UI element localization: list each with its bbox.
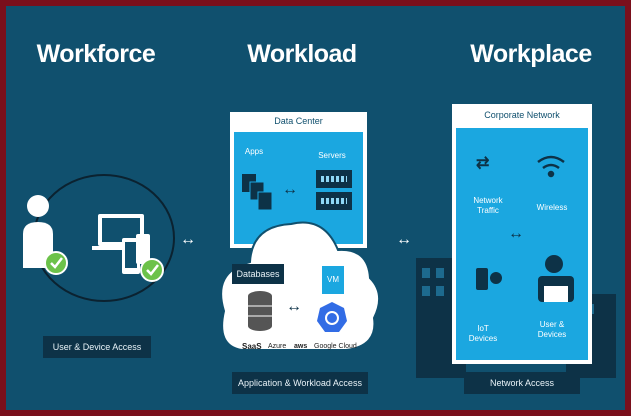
corporate-network-title: Corporate Network [484,110,560,120]
workplace-heading: Workplace [470,40,592,68]
workplace-graphic: ⇄ ↔ [476,155,574,302]
diagram-canvas: Workforce Workload Workplace User & Devi… [6,6,625,410]
bidirectional-arrow-icon: ↔ [396,231,412,248]
wireless-icon [537,155,565,178]
user-with-laptop-icon [538,255,574,302]
devices-icon [92,214,150,274]
apps-label: Apps [244,147,264,156]
iot-devices-label: IoT Devices [468,324,498,343]
corporate-network-panel: Corporate Network [452,104,592,364]
workload-heading: Workload [247,40,357,68]
wireless-label: Wireless [536,203,568,212]
cloud-provider-google: Google Cloud [314,343,357,350]
workforce-heading: Workforce [36,40,156,68]
database-icon [248,291,272,331]
check-badge-icon [140,258,164,282]
cloud-provider-azure: Azure [268,343,287,350]
workplace-footer-label: Network Access [464,372,580,394]
cloud-provider-aws: aws [294,343,308,350]
check-badge-icon [44,251,68,275]
arrow-glyph: ↔ [282,181,298,198]
apps-icon [242,174,273,211]
network-traffic-label: Network Traffic [473,196,503,215]
workload-footer-label: Application & Workload Access [232,372,368,394]
kubernetes-icon [317,302,347,332]
arrow-glyph: ↔ [286,298,302,315]
data-center-title: Data Center [274,116,323,126]
arrow-glyph: ↔ [508,225,524,242]
iot-devices-icon [476,268,502,290]
corporate-network-body [456,128,588,360]
network-traffic-icon: ⇄ [476,155,489,172]
vm-label: VM [327,275,339,284]
databases-label: Databases [232,264,284,284]
bidirectional-arrow-icon: ↔ [180,231,196,248]
servers-icon [316,170,352,210]
servers-label: Servers [318,151,346,160]
user-icon [23,195,53,268]
workforce-footer-label: User & Device Access [43,336,151,358]
saas-label: SaaS [242,342,262,351]
workforce-graphic [23,174,175,302]
users-devices-label: User & Devices [537,320,567,339]
workload-graphic: ↔ ↔ [220,170,381,351]
vm-box [322,266,344,294]
